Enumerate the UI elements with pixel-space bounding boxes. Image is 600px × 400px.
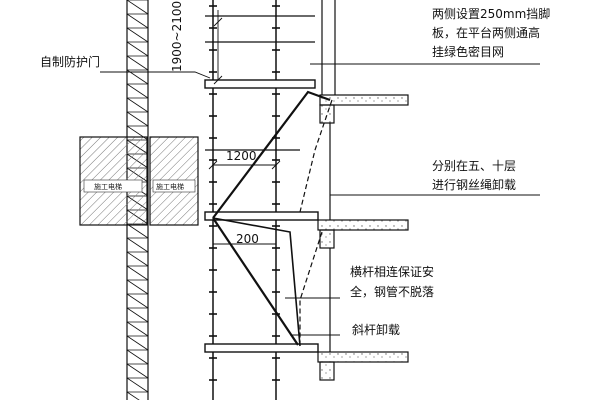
mast-brace	[126, 349, 149, 365]
brace-lower-inner	[212, 217, 301, 347]
leader-lines	[100, 63, 540, 336]
platform-bottom	[204, 343, 319, 353]
mast-brace	[126, 279, 149, 295]
baseboard-note-line2: 板，在平台两侧通高	[432, 26, 541, 40]
mast-brace	[126, 251, 149, 267]
mast-brace	[126, 97, 149, 113]
wire-cables	[299, 99, 333, 344]
scaffold-ledgers	[209, 5, 280, 381]
mast-brace	[126, 377, 149, 393]
mast-brace	[126, 307, 149, 323]
diagonal-braces	[212, 90, 331, 347]
mast-brace	[126, 41, 149, 57]
platforms	[204, 79, 319, 353]
mast-brace	[126, 27, 149, 43]
door-label: 自制防护门	[40, 55, 101, 69]
mast-brace	[126, 391, 140, 400]
railings	[205, 15, 315, 151]
scaffold-poles	[212, 0, 277, 400]
bar-note-line2: 全，钢管不脱落	[350, 285, 435, 299]
mast-brace	[126, 223, 149, 239]
mast-brace	[126, 321, 149, 337]
mast-brace	[126, 237, 149, 253]
mast-brace	[126, 293, 149, 309]
cable-note-line2: 进行钢丝绳卸载	[432, 178, 517, 192]
mast-brace	[126, 13, 149, 29]
mast-brace	[126, 0, 149, 15]
brace-lower	[212, 217, 299, 346]
dimension-lines	[208, 10, 281, 245]
brace-note: 斜杆卸载	[352, 323, 401, 337]
platform-top	[204, 79, 316, 89]
dimension-width-upper: 1200	[226, 149, 257, 163]
mast-brace	[126, 335, 149, 351]
mast-brace	[126, 83, 149, 99]
mast-brace	[126, 111, 149, 127]
mast-brace	[126, 265, 149, 281]
elevator-car-label-right: 施工电梯	[156, 183, 184, 191]
baseboard-note-line3: 挂绿色密目网	[432, 45, 505, 59]
baseboard-note-line1: 两侧设置250mm挡脚	[432, 7, 551, 21]
cable-note-line1: 分别在五、十层	[432, 159, 517, 173]
dimension-width-lower: 200	[236, 232, 259, 246]
dimension-railing-height: 1900~2100	[170, 0, 184, 72]
bar-note-line1: 横杆相连保证安	[350, 265, 435, 279]
platform-middle	[204, 211, 319, 221]
elevator-car-label-left: 施工电梯	[94, 183, 122, 191]
mast-brace	[126, 55, 149, 71]
mast-brace	[126, 363, 149, 379]
elevator-cars	[79, 136, 199, 226]
